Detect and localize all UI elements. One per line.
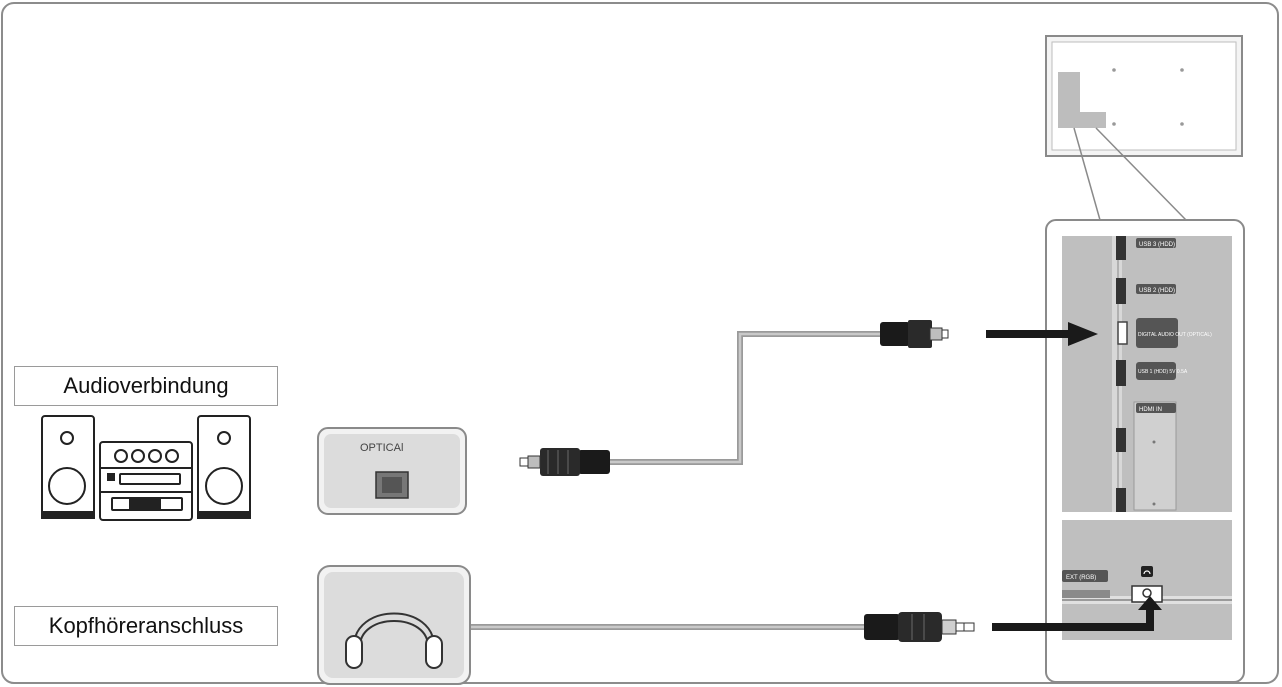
- port-label-ext: EXT (RGB): [1066, 575, 1096, 581]
- optical-panel: OPTICAl: [317, 427, 467, 515]
- tv-back-icon: [1045, 35, 1243, 221]
- headphone-jack-icon: [1141, 566, 1153, 577]
- optical-panel-label: OPTICAl: [360, 442, 403, 454]
- speaker-icon: [41, 415, 95, 519]
- port-label-hdmi: HDMI IN: [1139, 407, 1162, 413]
- speaker-icon: [197, 415, 251, 519]
- audio-connection-text: Audioverbindung: [63, 373, 229, 398]
- arrow-optical: [986, 322, 1098, 346]
- headphone-jack-text: Kopfhöreranschluss: [48, 613, 244, 638]
- optical-cable: [519, 320, 949, 476]
- audio-connection-label: Audioverbindung: [14, 366, 278, 406]
- stereo-icon: [99, 441, 193, 521]
- headphones-icon: [345, 612, 443, 669]
- arrow-headphone: [992, 596, 1162, 631]
- headphone-cable: [470, 612, 975, 642]
- port-label-usb3: USB 3 (HDD): [1139, 242, 1175, 248]
- tv-port-panel: USB 3 (HDD) USB 2 (HDD) DIGITAL AUDIO OU…: [1045, 219, 1245, 683]
- port-label-usb1: USB 1 (HDD) 5V 0.5A: [1138, 369, 1188, 375]
- optical-port-icon: [375, 471, 409, 499]
- port-label-usb2: USB 2 (HDD): [1139, 288, 1175, 294]
- port-label-optical: DIGITAL AUDIO OUT (OPTICAL): [1138, 332, 1212, 338]
- headphone-jack-label: Kopfhöreranschluss: [14, 606, 278, 646]
- headphones-panel: [317, 565, 471, 685]
